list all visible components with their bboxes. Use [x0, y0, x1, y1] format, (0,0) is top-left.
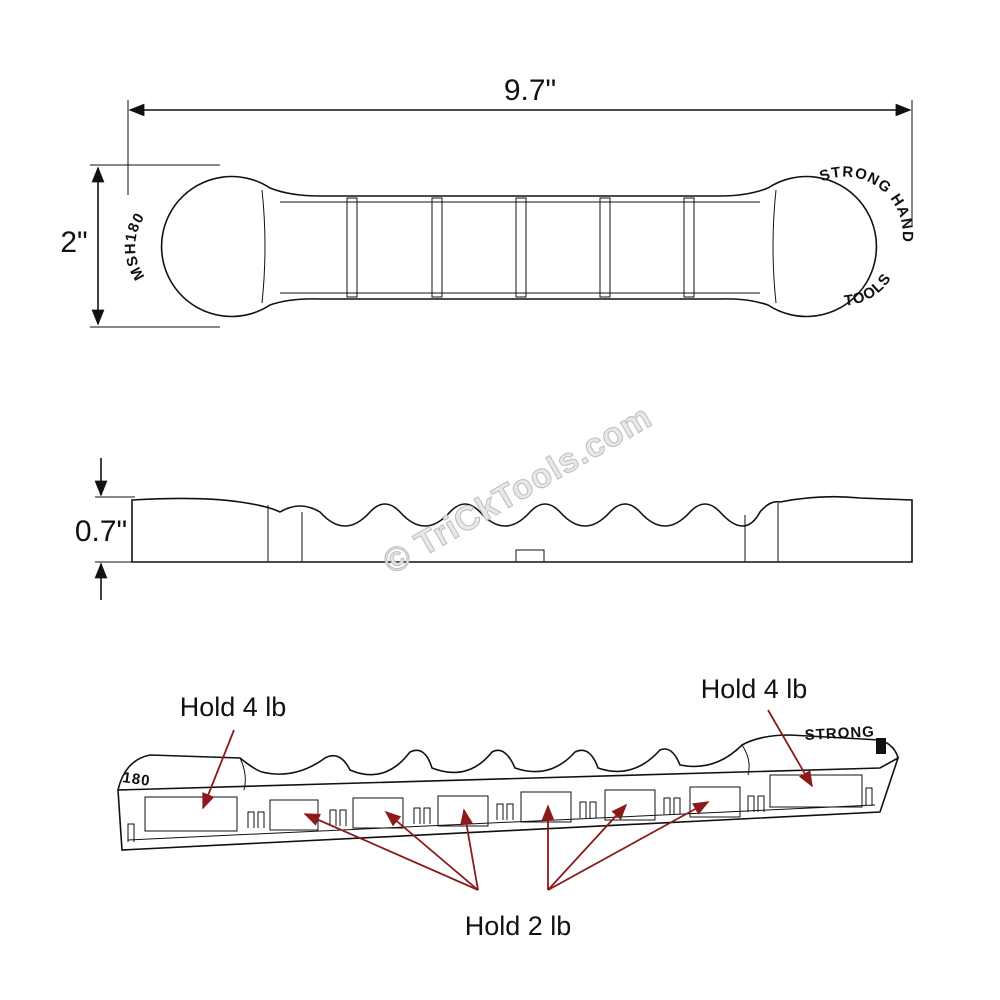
iso-top-contour	[117, 734, 899, 791]
callout-bottom-2lb: Hold 2 lb	[465, 911, 572, 941]
iso-side-emboss: 180	[121, 769, 151, 790]
length-dimension: 9.7"	[127, 74, 913, 225]
slot-small-1	[269, 799, 319, 831]
callout-right-4lb: Hold 4 lb	[701, 674, 808, 704]
callout-arrows	[202, 709, 813, 891]
slot-small-2	[352, 797, 404, 829]
comb-ridges	[127, 787, 873, 842]
slot-small-5	[604, 789, 656, 821]
iso-brand-mark	[876, 738, 886, 754]
slot-small-3	[437, 795, 489, 827]
height-label: 0.7"	[75, 515, 127, 548]
iso-front-face	[117, 756, 900, 851]
iso-brand-emboss: STRONG	[804, 723, 875, 744]
slot-small-4	[520, 791, 572, 823]
isometric-view: STRONG 180 Hold 4 lb Hold 4 lb Hold 2 lb	[117, 674, 900, 941]
length-label: 9.7"	[504, 74, 556, 107]
model-emboss: MSH180	[122, 210, 148, 284]
side-view: 0.7" © TriCkTools.com	[75, 397, 913, 600]
grip-ribs	[346, 197, 695, 298]
side-profile	[131, 495, 913, 563]
slot-small-6	[689, 786, 741, 818]
slot-large-right	[769, 774, 863, 808]
height-dimension: 0.7"	[75, 458, 135, 600]
brand-emboss-top: STRONG HAND	[817, 164, 916, 244]
watermark: © TriCkTools.com	[377, 398, 658, 582]
slot-large-left	[144, 796, 238, 832]
brand-emboss-bottom: TOOLS	[843, 270, 895, 310]
callout-left-4lb: Hold 4 lb	[180, 692, 287, 722]
width-label: 2"	[60, 226, 87, 259]
width-dimension: 2"	[60, 164, 220, 328]
handle-top-outline	[160, 175, 878, 318]
top-view: 9.7" 2" MSH180 STRONG HAND TOOLS	[60, 74, 916, 328]
